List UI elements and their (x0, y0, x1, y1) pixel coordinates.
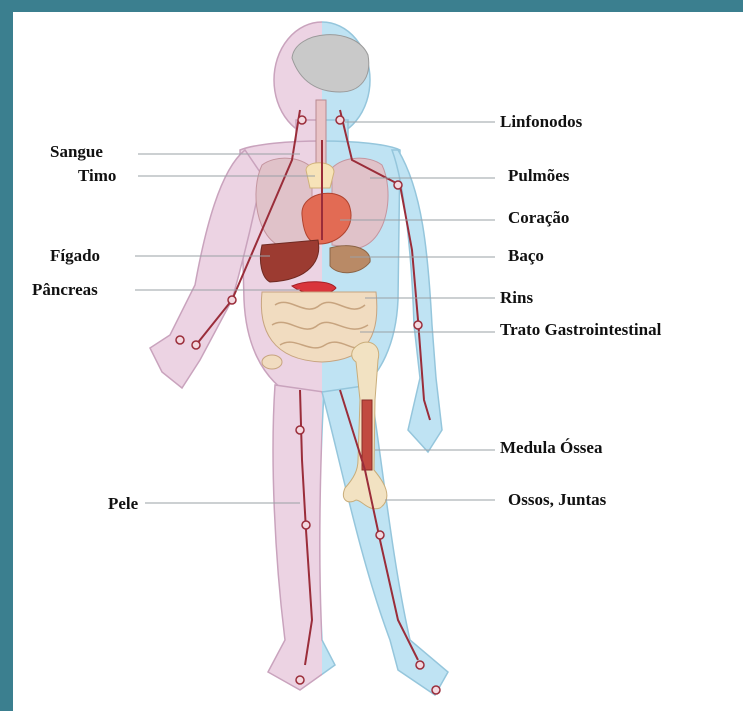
label-rins: Rins (500, 288, 533, 308)
label-pancreas: Pâncreas (32, 280, 98, 300)
label-pulmoes: Pulmões (508, 166, 569, 186)
label-trato-gastrointestinal: Trato Gastrointestinal (500, 320, 661, 340)
label-sangue: Sangue (50, 142, 103, 162)
label-medula-ossea: Medula Óssea (500, 438, 602, 458)
label-figado: Fígado (50, 246, 100, 266)
label-baco: Baço (508, 246, 544, 266)
thymus-icon (306, 163, 334, 188)
label-ossos-juntas: Ossos, Juntas (508, 490, 606, 510)
label-pele: Pele (108, 494, 138, 514)
label-coracao: Coração (508, 208, 569, 228)
label-linfonodos: Linfonodos (500, 112, 582, 132)
appendix-icon (262, 355, 282, 369)
label-timo: Timo (78, 166, 116, 186)
